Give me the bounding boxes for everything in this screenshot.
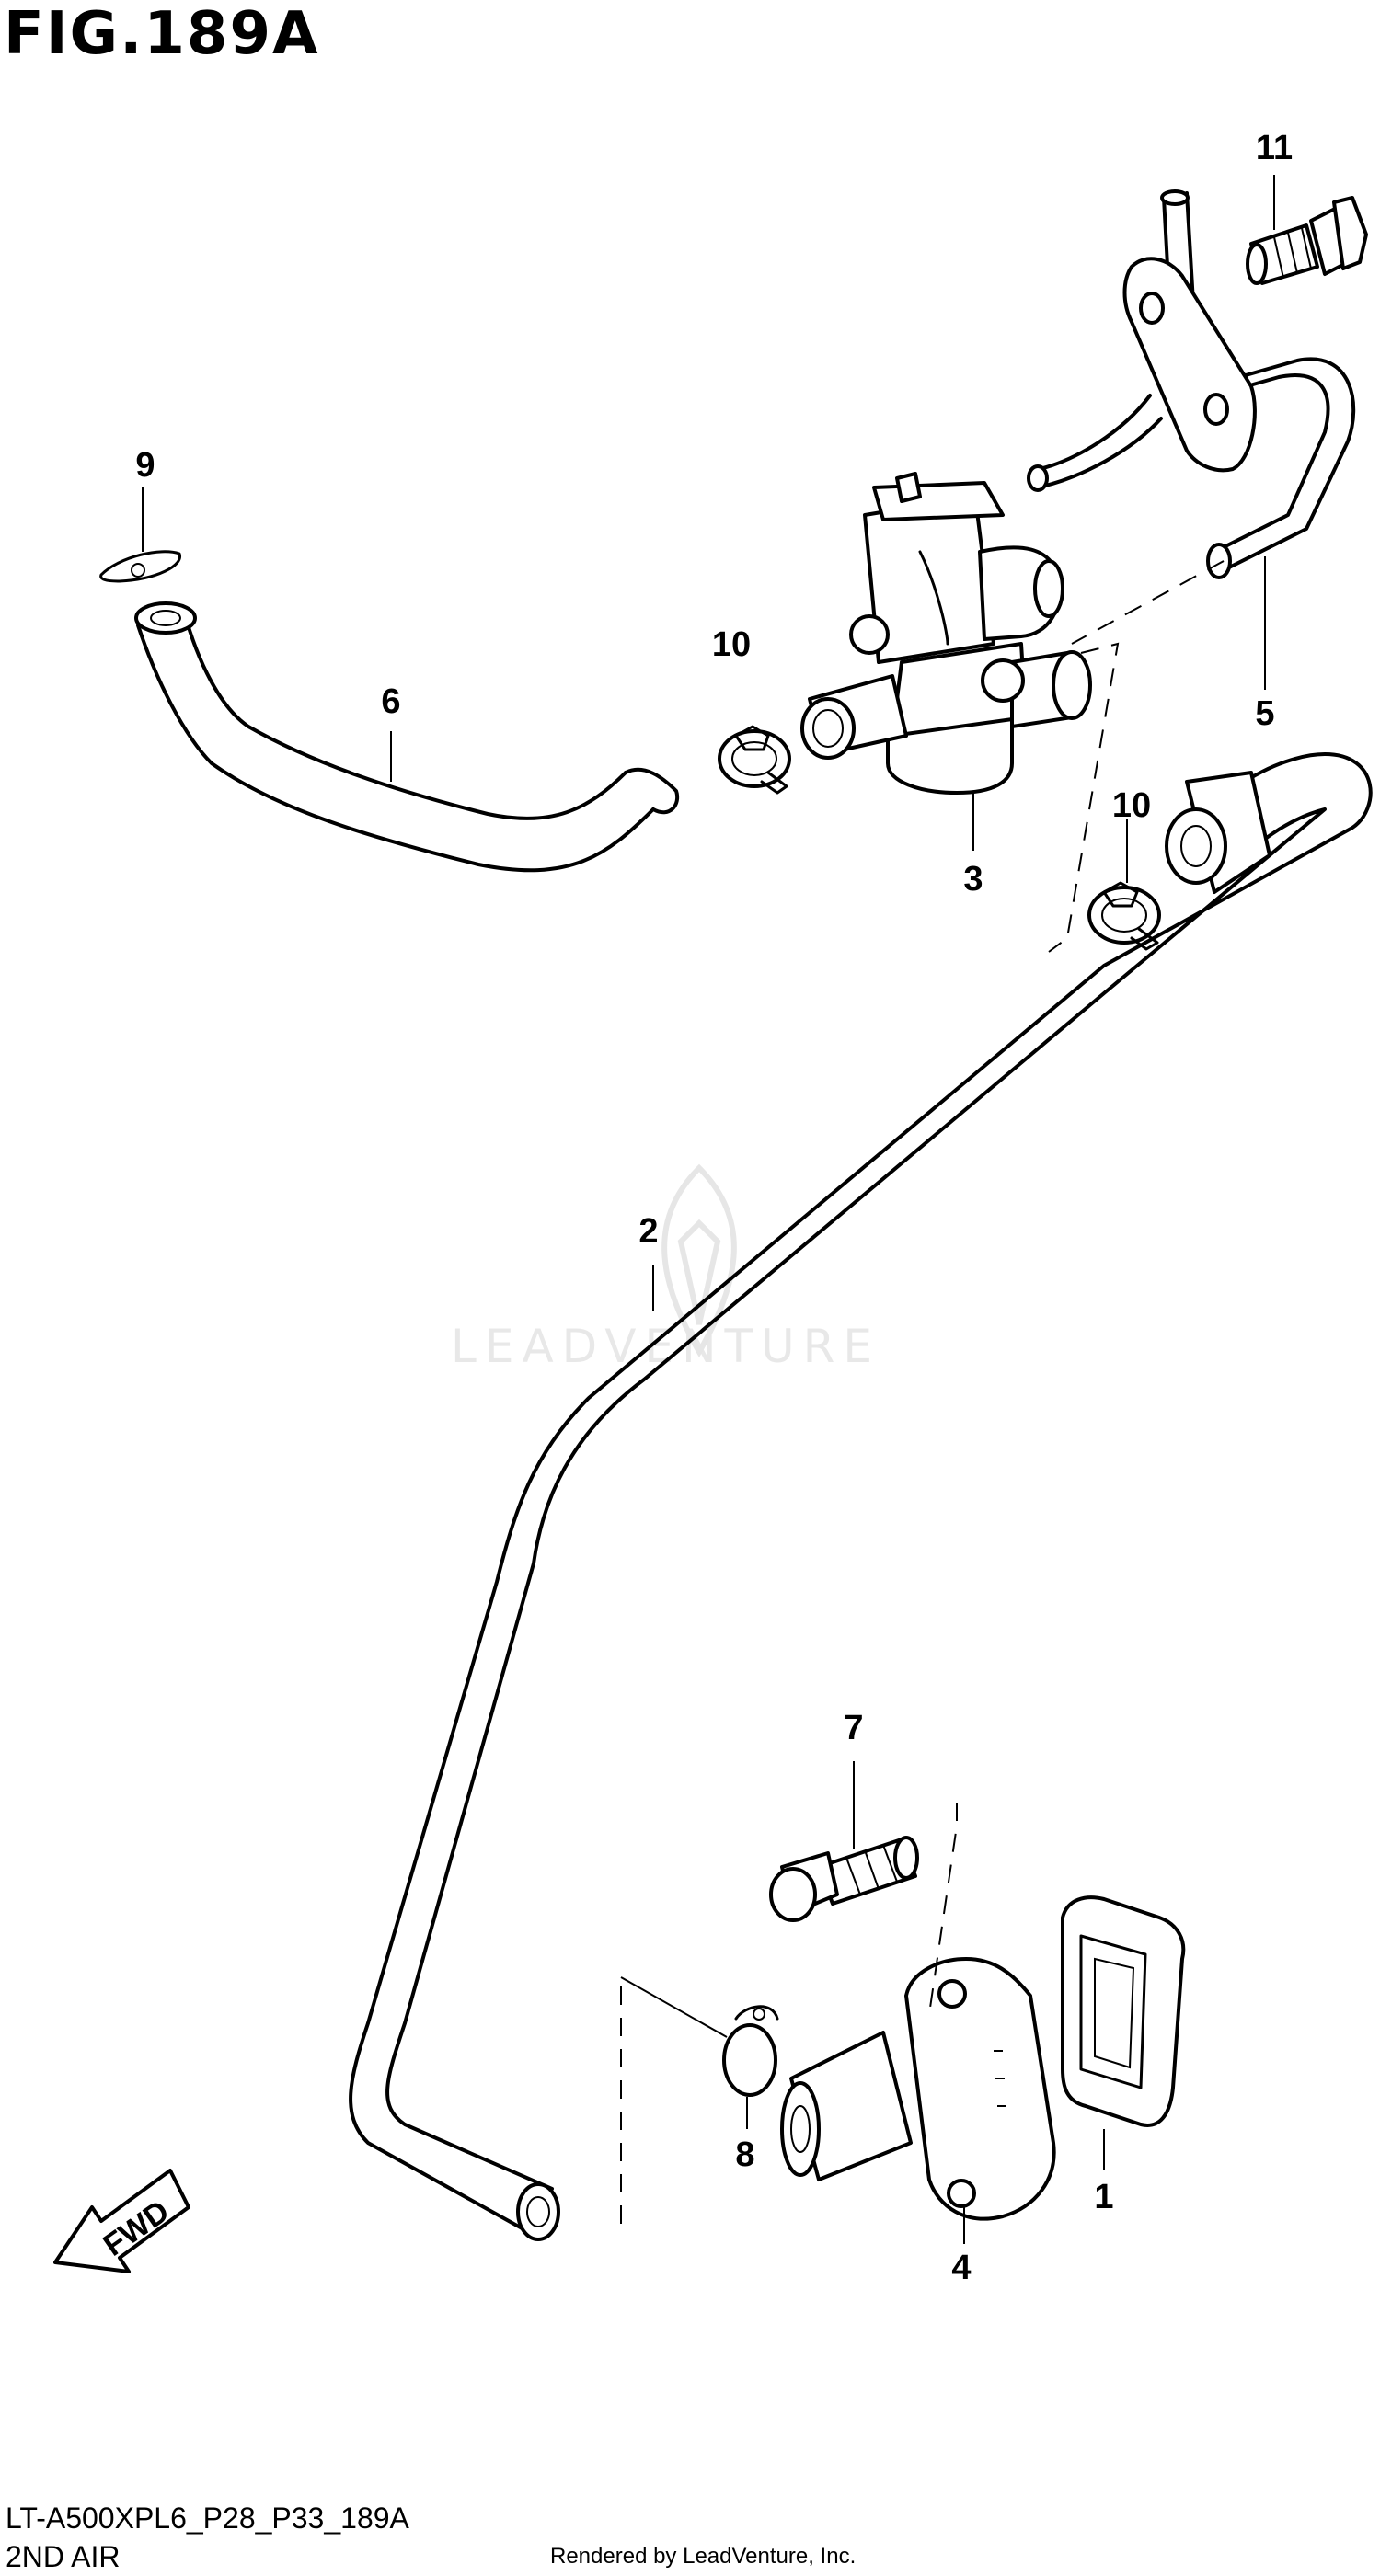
o-ring-part-8 bbox=[722, 2005, 779, 2097]
figure-title: FIG.189A bbox=[4, 0, 320, 68]
callout-8: 8 bbox=[735, 2135, 755, 2174]
diagram-code: LT-A500XPL6_P28_P33_189A bbox=[6, 2502, 409, 2535]
callout-7: 7 bbox=[844, 1709, 864, 1747]
callout-2: 2 bbox=[638, 1212, 659, 1251]
callout-9: 9 bbox=[135, 446, 155, 485]
bolt-part-7 bbox=[769, 1836, 919, 1922]
callout-4: 4 bbox=[951, 2249, 972, 2287]
callout-5: 5 bbox=[1255, 694, 1275, 733]
pipe-part-5 bbox=[1027, 189, 1356, 579]
callout-11: 11 bbox=[1255, 129, 1294, 167]
callout-10-upper: 10 bbox=[711, 625, 752, 664]
clamp-part-10-upper bbox=[718, 725, 791, 795]
bolt-part-11 bbox=[1246, 196, 1368, 285]
watermark-logo bbox=[661, 1163, 737, 1358]
hose-part-6 bbox=[134, 601, 680, 873]
callout-6: 6 bbox=[381, 682, 401, 721]
gasket-part-1 bbox=[1061, 1895, 1186, 2127]
valve-part-3 bbox=[800, 472, 1092, 795]
cover-part-4 bbox=[780, 1957, 1056, 2221]
leader-lines bbox=[142, 175, 1275, 2244]
render-credit: Rendered by LeadVenture, Inc. bbox=[550, 2544, 857, 2569]
clamp-part-10-lower bbox=[1087, 881, 1161, 951]
section-title: 2ND AIR bbox=[6, 2540, 121, 2573]
callout-10-lower: 10 bbox=[1111, 786, 1152, 825]
fwd-arrow-icon bbox=[53, 2169, 190, 2273]
hose-part-2 bbox=[349, 752, 1373, 2241]
callout-3: 3 bbox=[963, 860, 983, 899]
clip-part-9 bbox=[99, 550, 181, 583]
callout-1: 1 bbox=[1094, 2178, 1114, 2216]
